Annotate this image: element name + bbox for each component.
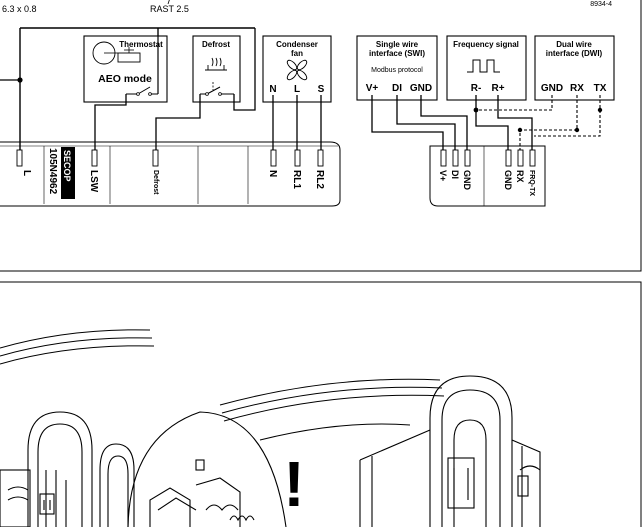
thermostat-switch-contact-2 [148,92,152,96]
freq-pin-rplus: R+ [491,83,504,94]
bottom-panel-frame [0,281,642,527]
terminal-label-defrost: Defrost [152,170,159,195]
wire-lsw [94,94,127,150]
terminal-pin-rl2 [317,149,324,167]
wire-defrost-left [155,94,201,150]
controller-outline [0,141,341,207]
swi-pin-gnd: GND [410,83,432,94]
defrost-switch-contact-1 [205,92,209,96]
housing-arc-3 [0,345,155,365]
brand-label: SECOP [62,150,72,182]
defrost-switch-blade [206,86,221,95]
wire-dwi-rx [519,95,578,150]
freq-pin-rminus: R- [471,83,482,94]
defrost-box [192,35,241,103]
housing-arc-7 [259,423,411,441]
brand-badge [61,147,75,199]
wire-swi-di [396,95,456,150]
swi-pin-di: DI [392,83,402,94]
housing-arc-1 [0,329,151,349]
left-connector-illustration [0,411,135,527]
module-pin-vplus [440,149,447,167]
module-label-frq: FRQ-TX [528,170,535,196]
thermostat-mode-label: AEO mode [98,73,152,85]
wire-freq-rplus [497,95,533,150]
swi-title-1: Single wire [376,40,419,49]
module-pin-rx [517,149,524,167]
swi-title-2: interface (SWI) [369,49,425,58]
thermostat-title: Thermostat [119,40,163,49]
dwi-pin-gnd: GND [541,83,563,94]
terminal-label-lsw: LSW [88,170,99,193]
right-connector-illustration [359,375,541,527]
wire-dwi-gnd [476,95,553,111]
terminal-label-n: N [267,170,278,177]
defrost-title: Defrost [202,40,230,49]
housing-arc-2 [0,337,153,357]
dwi-title-2: interface (DWI) [546,49,603,58]
freq-box [446,35,527,101]
module-pin-di [452,149,459,167]
module-pin-gnd2 [505,149,512,167]
junction-node [17,77,23,83]
condenser-fan-title-1: Condenser [276,40,318,49]
terminal-label-rl1: RL1 [291,170,302,189]
defrost-switch-contact-2 [218,92,222,96]
fan-icon [286,59,308,81]
junction-dwi-rx [574,127,580,133]
housing-arc-5 [221,386,443,414]
module-label-gnd2: GND [503,170,513,191]
module-pin-frq [529,149,536,167]
square-wave-icon [467,59,500,73]
thermostat-bulb-icon [117,52,141,63]
wire-swi-vplus [371,95,444,150]
dwi-pin-rx: RX [570,83,584,94]
junction-dwi-gnd [473,107,479,113]
terminal-label-rl2: RL2 [314,170,325,189]
terminal-pin-defrost [152,149,159,167]
terminal-label-l: L [21,170,32,176]
terminal-pin-lsw [91,149,98,167]
top-left-label: 6.3 x 0.8 [2,4,37,14]
terminal-pin-n [270,149,277,167]
swi-pin-vplus: V+ [366,83,379,94]
housing-arc-6 [223,394,445,422]
module-label-di: DI [450,170,460,179]
top-center-label: RAST 2.5 [150,4,189,14]
fan-pin-l: L [294,84,300,95]
wire-freq-rminus [475,95,509,150]
fan-pin-n: N [269,84,276,95]
condenser-fan-title-2: fan [291,49,303,58]
swi-protocol: Modbus protocol [371,67,423,74]
thermostat-switch-blade [137,86,151,95]
junction-dwi-tx [597,107,603,113]
part-number-label: 105N4962 [47,148,58,195]
wire-swi-gnd [420,95,468,150]
defrost-heater-icon [205,57,227,71]
dwi-pin-tx: TX [594,83,607,94]
module-label-rx: RX [515,170,525,183]
wire-defrost-right [233,28,256,111]
freq-title: Frequency signal [453,40,519,49]
fan-pin-s: S [318,84,325,95]
dwi-box [534,35,615,101]
thermostat-switch-contact-1 [136,92,140,96]
module-pin-gnd [464,149,471,167]
terminal-pin-l [16,149,23,167]
module-connector-outline [429,145,546,207]
terminal-pin-rl1 [294,149,301,167]
module-label-vplus: V+ [438,170,448,181]
warning-symbol: ! [283,448,304,520]
zoom-detail-illustration [127,411,287,527]
wire-dwi-tx [534,95,601,137]
module-label-gnd: GND [462,170,472,191]
figure-code: 8934-4 [590,1,612,8]
top-panel-frame [0,0,642,272]
junction-freq [517,127,523,133]
dwi-title-1: Dual wire [556,40,592,49]
housing-arc-4 [219,378,441,406]
label-leader-line [167,0,170,5]
